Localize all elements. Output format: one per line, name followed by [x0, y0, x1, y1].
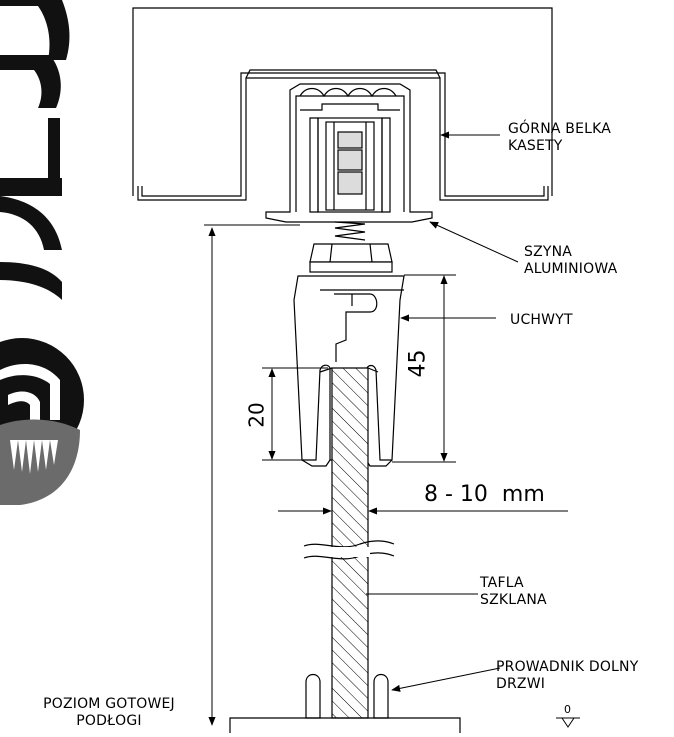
- label-bottom-guide-line2: DRZWI: [496, 676, 546, 692]
- label-floor: POZIOM GOTOWEJ PODŁOGI: [34, 696, 184, 730]
- dimension-glass-thickness: 8 - 10 mm: [424, 482, 545, 507]
- label-bottom-guide-line1: PROWADNIK DOLNY: [496, 659, 639, 675]
- label-glass-line2: SZKLANA: [480, 592, 547, 608]
- floor-level-marker: 0: [564, 703, 571, 716]
- label-bottom-guide: PROWADNIK DOLNY DRZWI: [496, 659, 638, 693]
- label-rail-line2: ALUMINIOWA: [524, 261, 618, 277]
- brand-logo: [0, 0, 84, 505]
- label-rail: SZYNA ALUMINIOWA: [524, 244, 617, 278]
- top-beam-cassette: [132, 7, 553, 201]
- label-glass: TAFLA SZKLANA: [480, 575, 547, 609]
- label-holder: UCHWYT: [510, 312, 573, 328]
- dimension-45: 45: [405, 349, 431, 378]
- dimension-20: 20: [244, 402, 269, 428]
- bottom-guide: [229, 673, 461, 733]
- label-floor-line1: POZIOM GOTOWEJ: [43, 696, 175, 712]
- label-glass-line1: TAFLA: [480, 575, 524, 591]
- dimension-lines: [204, 131, 580, 728]
- label-top-beam-line2: KASETY: [508, 138, 563, 154]
- label-rail-line1: SZYNA: [524, 244, 573, 260]
- label-top-beam: GÓRNA BELKA KASETY: [508, 121, 611, 155]
- aluminium-rail: [265, 83, 433, 273]
- glass-panel: [303, 367, 395, 719]
- label-top-beam-line1: GÓRNA BELKA: [508, 121, 612, 137]
- label-floor-line2: PODŁOGI: [76, 713, 142, 729]
